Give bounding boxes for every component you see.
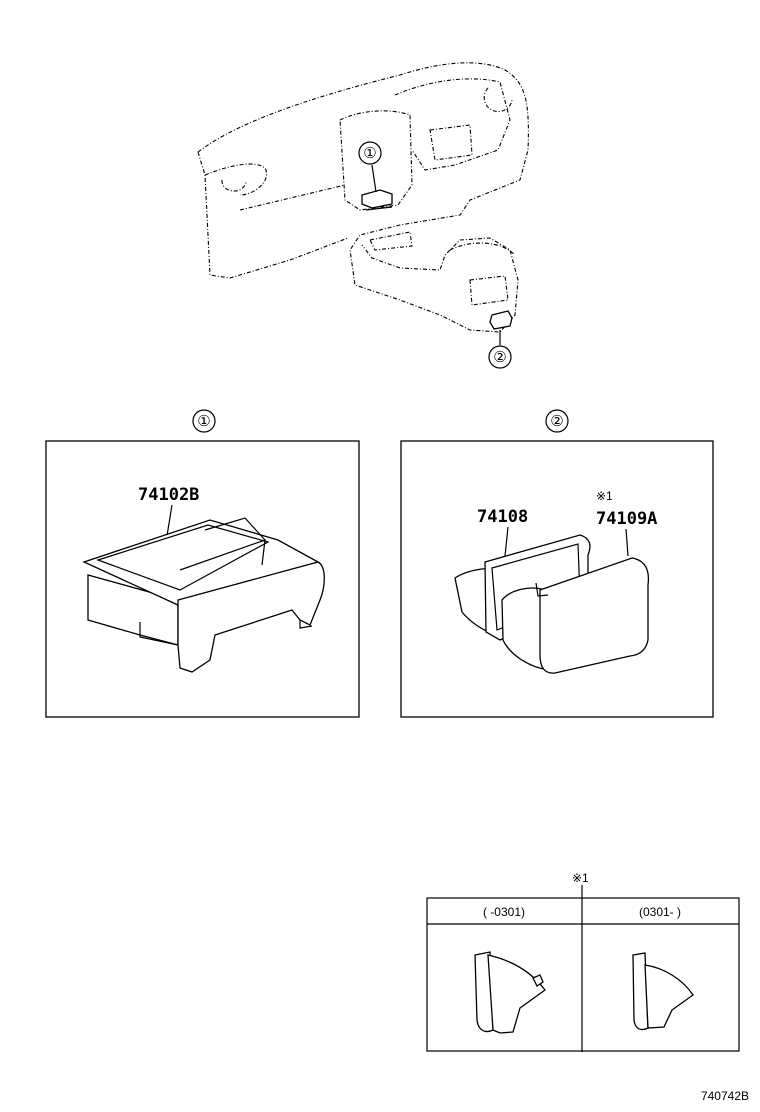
part-number-74109a: 74109A [596,509,657,529]
ashtray-box-drawing [82,517,325,673]
variant-after-0301-drawing [632,952,694,1031]
part-number-74102b: 74102B [138,485,199,505]
callout-label: ② [493,348,506,366]
leader-74109a [625,528,629,557]
table-col-left-header: ( -0301) [483,905,525,919]
note-table-frame [426,897,740,1052]
panel-1-frame [45,440,360,718]
note-mark-panel: ※1 [596,489,613,503]
panel-2-heading: ② [545,409,569,433]
ashtray-insert-drawing [454,534,650,674]
figure-code: 740742B [701,1089,749,1103]
panel-1-callout: ① [197,412,210,430]
variant-before-0301-drawing [474,951,546,1034]
callout-label: ① [363,144,376,162]
table-col-right-header: (0301- ) [639,905,681,919]
panel-2-frame [400,440,714,718]
dashboard-overview [197,62,529,345]
panel-1-heading: ① [192,409,216,433]
leader-74108 [504,526,509,557]
callout-1-overview: ① [358,141,382,165]
panel-2-callout: ② [550,412,563,430]
callout-2-overview: ② [488,345,512,369]
note-mark-table: ※1 [572,871,589,885]
part-number-74108: 74108 [477,507,528,527]
